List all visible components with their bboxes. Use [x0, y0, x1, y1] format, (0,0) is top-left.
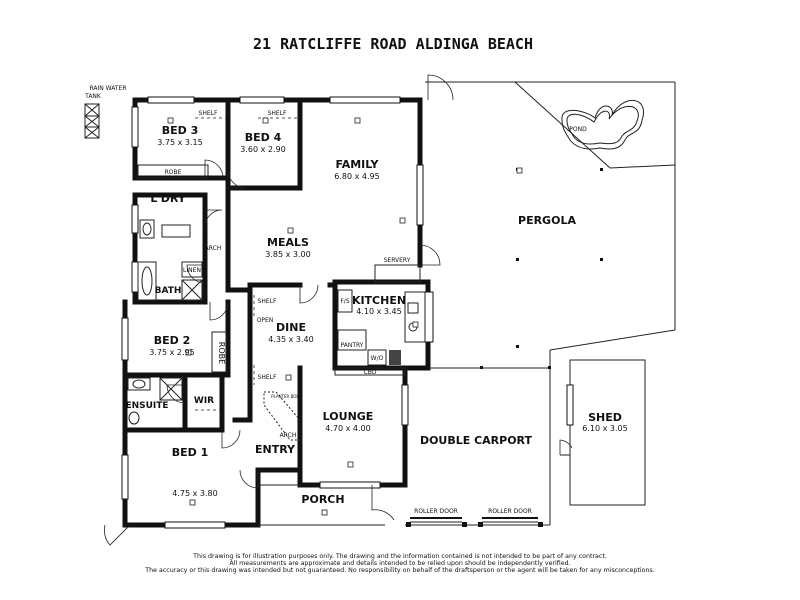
cooktop	[389, 350, 401, 365]
fs-label: F/S	[340, 298, 349, 305]
shed-dim: 6.10 x 3.05	[582, 424, 627, 433]
fixtures: ROBE SHELF SHELF LINEN SERVERY	[127, 110, 426, 441]
bed1-dim: 4.75 x 3.80	[172, 489, 217, 498]
lounge-dim: 4.70 x 4.00	[325, 424, 370, 433]
linen-label: LINEN	[183, 267, 201, 274]
ldry-name: L'DRY	[150, 192, 186, 205]
pond	[561, 99, 645, 150]
porch-name: PORCH	[301, 493, 344, 506]
kitchen-name: KITCHEN	[352, 294, 406, 307]
bed3-name: BED 3	[162, 124, 199, 137]
carport-name: DOUBLE CARPORT	[420, 434, 533, 447]
outdoor-structures: ROLLER DOOR ROLLER DOOR	[405, 81, 676, 527]
bed3-dim: 3.75 x 3.15	[157, 138, 202, 147]
dine-dim: 4.35 x 3.40	[268, 335, 313, 344]
dine-shelf-bottom-label: SHELF	[258, 374, 277, 381]
pergola-name: PERGOLA	[518, 214, 576, 227]
cbd-label: CBD	[364, 369, 377, 376]
planter-box-label: PLANTER BOX	[271, 394, 299, 399]
windows	[121, 96, 434, 529]
meals-dim: 3.85 x 3.00	[265, 250, 310, 259]
bed3-shelf-label: SHELF	[199, 110, 218, 117]
wo-label: W/O	[371, 355, 384, 362]
disclaimer-line2: All measurements are approximate and det…	[229, 560, 570, 567]
hall-arch-label: ARCH	[205, 245, 222, 252]
ensuite-name: ENSUITE	[125, 401, 168, 411]
bed4-dim: 3.60 x 2.90	[240, 145, 285, 154]
roller-door-right-label: ROLLER DOOR	[488, 508, 532, 515]
rain-water-tank: RAIN WATER TANK	[84, 85, 127, 139]
family-dim: 6.80 x 4.95	[334, 172, 379, 181]
dine-open-label: OPEN	[257, 317, 274, 324]
entry-arch-label: ARCH	[280, 432, 297, 439]
disclaimer: This drawing is for illustration purpose…	[144, 553, 654, 574]
wir-name: WIR	[194, 396, 214, 406]
bed4-name: BED 4	[245, 131, 282, 144]
pantry-name: PANTRY	[341, 342, 364, 349]
shed-name: SHED	[588, 411, 622, 424]
disclaimer-line1: This drawing is for illustration purpose…	[192, 553, 607, 560]
bed2-robe-label: ROBE	[217, 342, 226, 364]
bed4-shelf-label: SHELF	[268, 110, 287, 117]
servery-label: SERVERY	[384, 257, 411, 264]
shed	[560, 359, 646, 506]
bed2-dim: 3.75 x 2.95	[149, 348, 194, 357]
disclaimer-line3: The accuracy or this drawing was intende…	[144, 567, 654, 574]
dine-shelf-top-label: SHELF	[258, 298, 277, 305]
bed3-robe-label: ROBE	[165, 169, 182, 176]
rain-water-label-line1: RAIN WATER	[89, 85, 126, 92]
ceiling-outlets	[167, 117, 523, 516]
bed1-name: BED 1	[172, 446, 209, 459]
roller-door-left-label: ROLLER DOOR	[414, 508, 458, 515]
dine-name: DINE	[276, 321, 306, 334]
family-name: FAMILY	[335, 158, 379, 171]
rain-water-label-line2: TANK	[84, 93, 102, 100]
entry-name: ENTRY	[255, 443, 296, 456]
plan-title: 21 RATCLIFFE ROAD ALDINGA BEACH	[253, 35, 533, 53]
pond-name: POND	[569, 126, 587, 133]
room-labels: BED 3 3.75 x 3.15 BED 4 3.60 x 2.90 FAMI…	[125, 124, 627, 506]
kitchen-dim: 4.10 x 3.45	[356, 307, 401, 316]
porch-area	[258, 484, 385, 526]
bed2-name: BED 2	[154, 334, 191, 347]
meals-name: MEALS	[267, 236, 309, 249]
lounge-name: LOUNGE	[323, 410, 374, 423]
bath-name: BATH	[155, 286, 182, 296]
